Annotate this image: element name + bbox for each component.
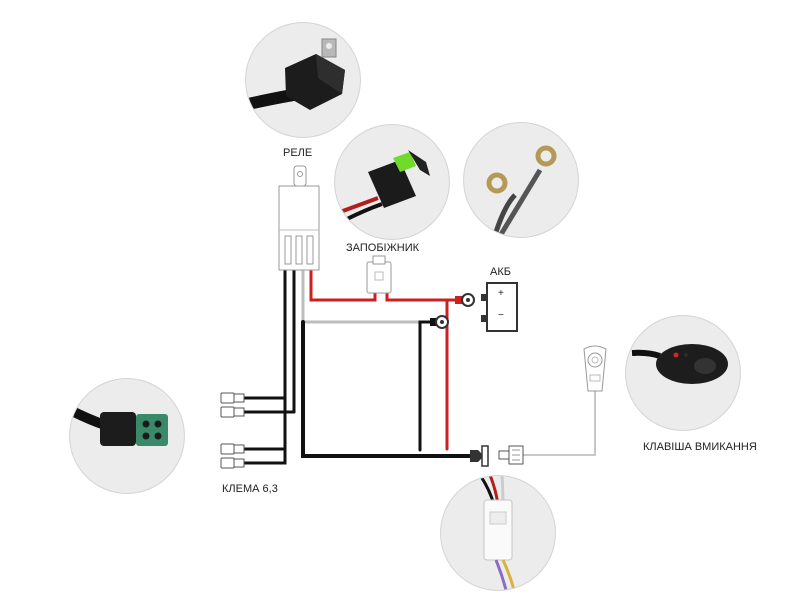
relay-diagram <box>278 165 320 271</box>
ring-terminal-photo <box>463 122 579 238</box>
plug-connector-photo <box>440 475 556 591</box>
fuse-holder-photo <box>334 124 450 240</box>
switch-photo <box>625 315 741 431</box>
output-connector <box>470 445 524 467</box>
fuse-diagram <box>366 255 392 294</box>
switch-label: КЛАВІША ВМИКАННЯ <box>643 441 757 453</box>
relay-label: РЕЛЕ <box>283 147 313 159</box>
dt-connector-photo <box>69 378 185 494</box>
battery-minus-terminal: − <box>498 310 504 321</box>
ring-terminals <box>430 293 475 329</box>
wiring <box>242 268 596 465</box>
terminal-label: КЛЕМА 6,3 <box>222 483 278 495</box>
spade-terminals <box>220 392 245 469</box>
relay-photo <box>245 22 361 138</box>
fuse-label: ЗАПОБІЖНИК <box>346 242 420 254</box>
switch-diagram <box>583 345 607 392</box>
battery-label: АКБ <box>490 266 511 278</box>
battery-plus-terminal: + <box>498 288 504 299</box>
battery-diagram <box>481 282 518 332</box>
